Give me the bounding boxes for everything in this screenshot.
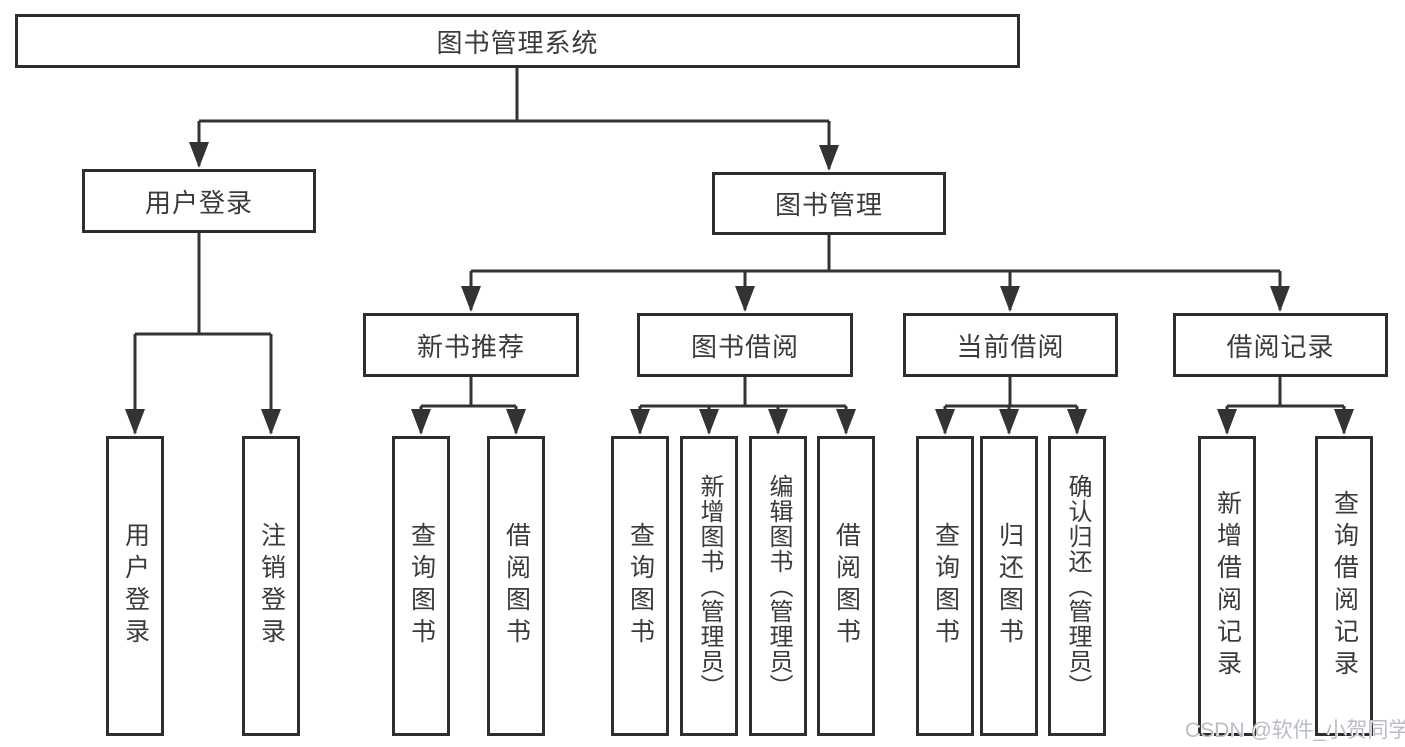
node-current-borrowing: 当前借阅 xyxy=(903,313,1118,377)
node-label: 借阅记录 xyxy=(1226,331,1335,362)
leaf-borrow-books-recommendation: 借阅图书 xyxy=(487,436,545,736)
leaf-query-books-current: 查询图书 xyxy=(916,436,974,736)
node-label: 新书推荐 xyxy=(416,331,525,362)
node-borrowing-records: 借阅记录 xyxy=(1173,313,1388,377)
leaf-label: 注销登录 xyxy=(257,522,286,650)
leaf-query-borrow-record: 查询借阅记录 xyxy=(1315,436,1373,736)
node-library-management-system: 图书管理系统 xyxy=(15,14,1020,68)
leaf-label: 查询借阅记录 xyxy=(1330,490,1359,682)
leaf-query-books-recommendation: 查询图书 xyxy=(392,436,450,736)
leaf-label: 借阅图书 xyxy=(502,522,531,650)
leaf-label: 编辑图书（管理员） xyxy=(765,473,792,699)
node-label: 用户登录 xyxy=(144,187,253,218)
leaf-label: 确认归还（管理员） xyxy=(1064,473,1091,699)
leaf-label: 借阅图书 xyxy=(832,522,861,650)
node-book-borrowing: 图书借阅 xyxy=(637,313,853,377)
node-label: 当前借阅 xyxy=(956,331,1065,362)
leaf-label: 归还图书 xyxy=(995,522,1024,650)
leaf-label: 用户登录 xyxy=(121,522,150,650)
node-new-book-recommendation: 新书推荐 xyxy=(363,313,579,377)
leaf-query-books-borrowing: 查询图书 xyxy=(611,436,669,736)
leaf-add-borrow-record: 新增借阅记录 xyxy=(1198,436,1256,736)
leaf-label: 新增借阅记录 xyxy=(1213,490,1242,682)
csdn-watermark: CSDN @软件_小贺同学 xyxy=(1185,719,1405,742)
leaf-add-books-admin: 新增图书（管理员） xyxy=(680,436,738,736)
leaf-borrow-books-borrowing: 借阅图书 xyxy=(817,436,875,736)
leaf-label: 查询图书 xyxy=(407,522,436,650)
node-book-management: 图书管理 xyxy=(712,172,946,235)
node-label: 图书管理 xyxy=(774,190,883,220)
leaf-logout: 注销登录 xyxy=(242,436,300,736)
leaf-label: 查询图书 xyxy=(626,522,655,650)
node-label: 图书管理系统 xyxy=(436,27,599,58)
leaf-label: 新增图书（管理员） xyxy=(696,473,723,699)
leaf-edit-books-admin: 编辑图书（管理员） xyxy=(749,436,807,736)
leaf-label: 查询图书 xyxy=(931,522,960,650)
leaf-user-login: 用户登录 xyxy=(106,436,164,736)
node-user-login: 用户登录 xyxy=(82,169,316,233)
leaf-return-books: 归还图书 xyxy=(980,436,1038,736)
leaf-confirm-return-admin: 确认归还（管理员） xyxy=(1048,436,1106,736)
node-label: 图书借阅 xyxy=(690,331,799,362)
